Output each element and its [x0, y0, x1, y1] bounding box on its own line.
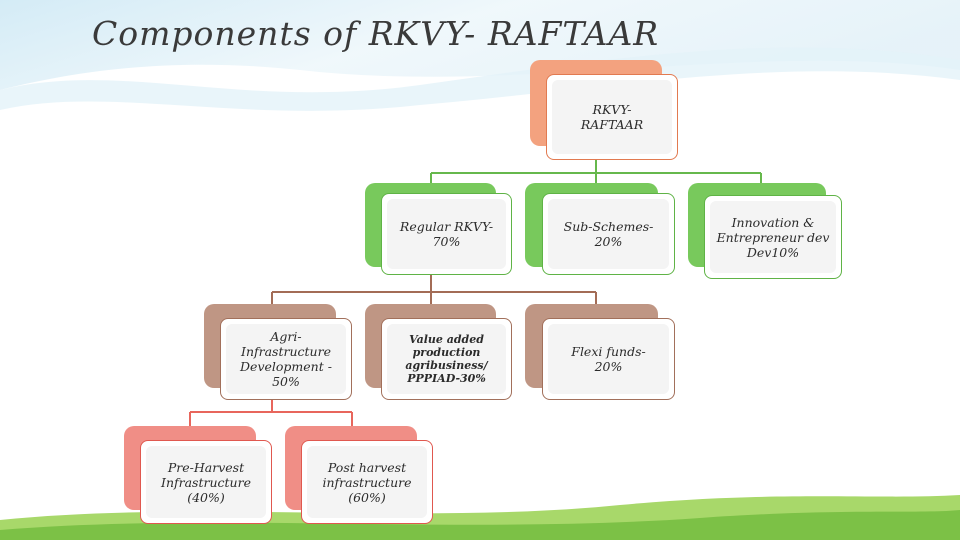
- node-innovation: Innovation & Entrepreneur dev Dev10%: [688, 183, 842, 279]
- node-innovation-card: Innovation & Entrepreneur dev Dev10%: [704, 195, 842, 279]
- node-regular: Regular RKVY- 70%: [365, 183, 512, 275]
- node-root: RKVY- RAFTAAR: [530, 60, 678, 160]
- node-regular-card: Regular RKVY- 70%: [381, 193, 512, 275]
- node-pre-harvest-label: Pre-Harvest Infrastructure (40%): [161, 459, 251, 505]
- node-value-added-card: Value added production agribusiness/ PPP…: [381, 318, 512, 400]
- node-sub-schemes-card: Sub-Schemes- 20%: [542, 193, 675, 275]
- node-innovation-label: Innovation & Entrepreneur dev Dev10%: [716, 214, 830, 260]
- node-agri-infra: Agri- Infrastructure Development - 50%: [204, 304, 352, 400]
- node-post-harvest-card: Post harvest infrastructure (60%): [301, 440, 433, 524]
- node-agri-infra-label: Agri- Infrastructure Development - 50%: [240, 329, 332, 389]
- node-root-label: RKVY- RAFTAAR: [580, 102, 644, 132]
- node-value-added: Value added production agribusiness/ PPP…: [365, 304, 512, 400]
- node-pre-harvest-card: Pre-Harvest Infrastructure (40%): [140, 440, 272, 524]
- node-post-harvest-label: Post harvest infrastructure (60%): [322, 459, 412, 505]
- node-flexi: Flexi funds- 20%: [525, 304, 675, 400]
- node-root-card: RKVY- RAFTAAR: [546, 74, 678, 160]
- node-post-harvest: Post harvest infrastructure (60%): [285, 426, 433, 524]
- node-pre-harvest: Pre-Harvest Infrastructure (40%): [124, 426, 272, 524]
- node-sub-schemes-label: Sub-Schemes- 20%: [563, 219, 654, 249]
- node-sub-schemes: Sub-Schemes- 20%: [525, 183, 675, 275]
- node-agri-infra-card: Agri- Infrastructure Development - 50%: [220, 318, 352, 400]
- page-title: Components of RKVY- RAFTAAR: [92, 14, 660, 53]
- node-flexi-card: Flexi funds- 20%: [542, 318, 675, 400]
- node-flexi-label: Flexi funds- 20%: [571, 344, 646, 374]
- node-regular-label: Regular RKVY- 70%: [399, 219, 494, 249]
- node-value-added-label: Value added production agribusiness/ PPP…: [405, 333, 488, 385]
